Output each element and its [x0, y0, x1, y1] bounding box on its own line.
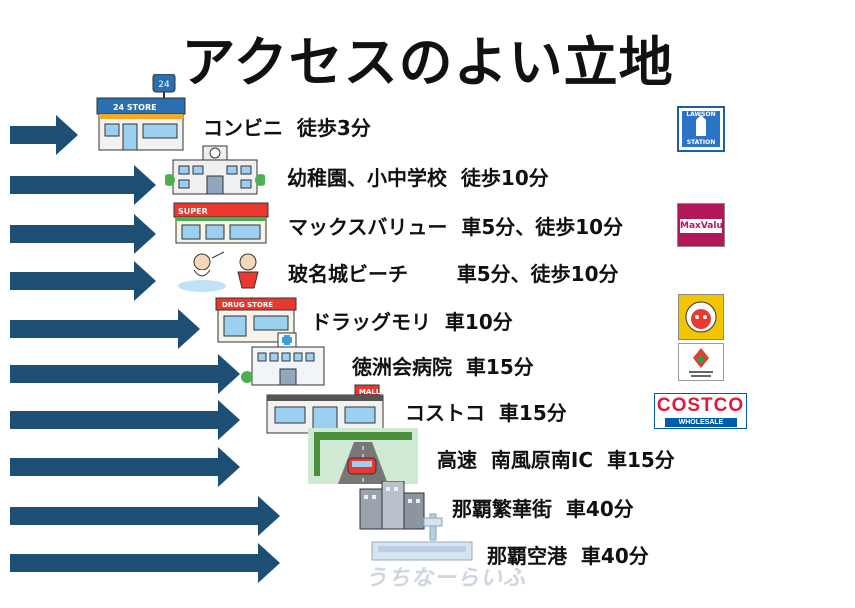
- access-label: マックスバリュー 車5分、徒歩10分: [288, 215, 624, 239]
- costco-logo-icon: COSTCO WHOLESALE: [654, 393, 747, 429]
- maxvalu-logo-text: MaxValu: [680, 219, 723, 233]
- store-sign-text: MALL: [359, 388, 381, 396]
- maxvalu-logo-icon: MaxValu: [677, 203, 725, 247]
- right-arrow-icon: [10, 543, 280, 583]
- costco-logo-text: COSTCO: [656, 395, 745, 416]
- access-label: ドラッグモリ 車10分: [311, 310, 513, 334]
- access-label: 幼稚園、小中学校 徒歩10分: [287, 166, 549, 190]
- right-arrow-icon: [10, 115, 78, 155]
- list-item: 高速 南風原南IC 車15分: [0, 428, 855, 487]
- access-label: 那覇空港 車40分: [487, 544, 649, 568]
- hospital-icon: [241, 332, 325, 386]
- list-item: DRUG STORE ドラッグモリ 車10分: [0, 294, 855, 349]
- store-sign-text: 24 STORE: [113, 103, 157, 112]
- lawson-bottom-text: STATION: [686, 139, 716, 146]
- list-item: 玻名城ビーチ 車5分、徒歩10分: [0, 250, 855, 301]
- mall-icon: MALL: [266, 384, 384, 434]
- supermarket-icon: SUPER: [173, 202, 269, 244]
- lawson-top-text: LAWSON: [686, 111, 716, 118]
- access-label: 玻名城ビーチ 車5分、徒歩10分: [288, 262, 619, 286]
- tokushukai-logo-icon: [678, 343, 724, 381]
- store-sign-text: SUPER: [178, 207, 208, 216]
- list-item: 幼稚園、小中学校 徒歩10分: [0, 145, 855, 205]
- right-arrow-icon: [10, 214, 156, 254]
- access-label: 那覇繁華街 車40分: [452, 497, 634, 521]
- school-icon: [165, 145, 265, 195]
- access-label: コストコ 車15分: [405, 401, 567, 425]
- costco-wholesale-text: WHOLESALE: [665, 418, 737, 427]
- right-arrow-icon: [10, 309, 200, 349]
- city-buildings-icon: [359, 481, 425, 530]
- access-label: 徳洲会病院 車15分: [352, 355, 534, 379]
- store-sign-text: DRUG STORE: [222, 301, 273, 309]
- right-arrow-icon: [10, 400, 240, 440]
- right-arrow-icon: [10, 496, 280, 536]
- page-title: アクセスのよい立地: [181, 31, 674, 94]
- list-item: 徳洲会病院 車15分: [0, 332, 855, 394]
- right-arrow-icon: [10, 447, 240, 487]
- list-item: 那覇繁華街 車40分: [0, 481, 855, 536]
- list-item: SUPER マックスバリュー 車5分、徒歩10分 MaxValu: [0, 202, 855, 254]
- list-item: 24 24 STORE コンビニ 徒歩3分 LAWSON STATION: [0, 74, 855, 155]
- convenience-store-icon: 24 24 STORE: [96, 74, 186, 151]
- lawson-milk-icon: [682, 111, 720, 147]
- list-item: 那覇空港 車40分: [0, 513, 855, 583]
- highway-icon: [308, 428, 418, 484]
- drug-mori-mascot-icon: [685, 301, 717, 333]
- lawson-logo-icon: LAWSON STATION: [677, 106, 725, 152]
- watermark: うちなーらいふ: [365, 566, 527, 591]
- right-arrow-icon: [10, 261, 156, 301]
- tokushukai-emblem-icon: [689, 348, 713, 377]
- right-arrow-icon: [10, 354, 240, 394]
- access-label: 高速 南風原南IC 車15分: [437, 448, 675, 472]
- airport-icon: [371, 513, 473, 561]
- drug-mori-logo-icon: [678, 294, 724, 340]
- beach-icon: [178, 251, 259, 292]
- store-badge-text: 24: [158, 80, 170, 90]
- access-label: コンビニ 徒歩3分: [203, 116, 371, 140]
- right-arrow-icon: [10, 165, 156, 205]
- list-item: MALL コストコ 車15分 COSTCO WHOLESALE: [0, 384, 855, 440]
